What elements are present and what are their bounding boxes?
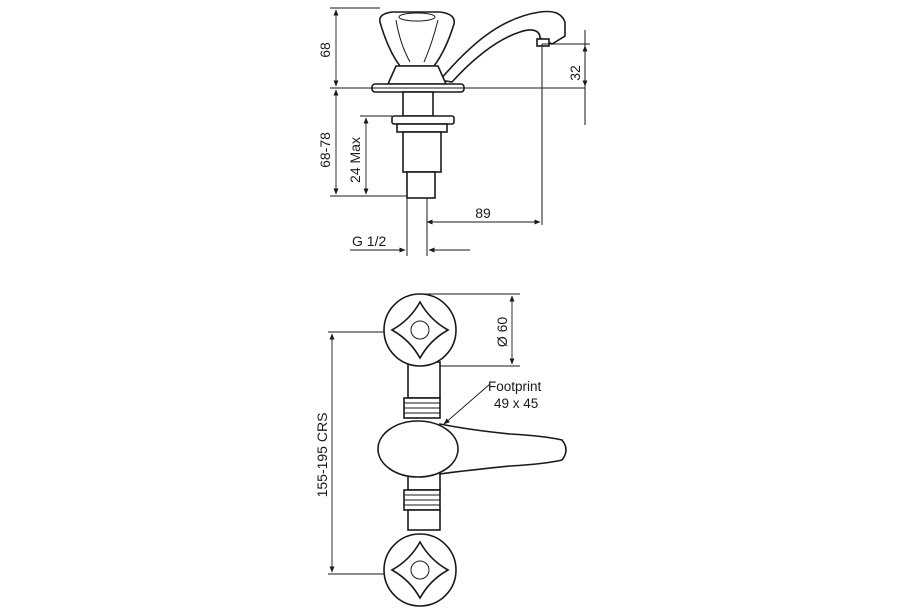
- dim-total-height: 68: [317, 42, 333, 58]
- side-handle-lobe: [395, 19, 411, 63]
- valve-body: [386, 65, 448, 85]
- plan-handle-bottom-cross: [390, 540, 450, 600]
- side-handle: [378, 11, 456, 67]
- backnut-washer: [396, 123, 448, 133]
- spout-aerator: [536, 38, 550, 47]
- backnut: [391, 115, 455, 125]
- bridge-pipe-upper: [407, 361, 441, 399]
- bridge-pipe-bottom: [407, 509, 441, 531]
- side-handle-cap: [398, 12, 436, 22]
- dim-centres: 155-195 CRS: [314, 413, 330, 498]
- dim-thread: G 1/2: [352, 233, 386, 249]
- dim-deck-max: 24 Max: [347, 137, 363, 183]
- plan-body-hub: [377, 420, 459, 478]
- plan-spout: [439, 423, 567, 475]
- plan-handle-top-cross: [390, 300, 450, 360]
- side-view: 68 68-78 24 Max 32 89 G 1/2: [317, 7, 590, 256]
- footprint-label: Footprint: [488, 379, 542, 394]
- dim-spout-drop: 32: [567, 65, 583, 81]
- tail-pipe: [406, 171, 436, 199]
- side-handle-lobe: [423, 19, 439, 63]
- dim-mount-range: 68-78: [317, 132, 333, 168]
- dim-reach: 89: [475, 205, 491, 221]
- footprint-size: 49 x 45: [494, 396, 538, 411]
- shank-lower: [402, 131, 442, 173]
- shank-upper: [402, 91, 434, 117]
- dim-handle-diameter: Ø 60: [494, 317, 510, 348]
- spout: [438, 10, 566, 83]
- footprint-leader: [443, 383, 491, 425]
- plan-view: Ø 60 155-195 CRS Footprint 49 x 45: [314, 293, 567, 607]
